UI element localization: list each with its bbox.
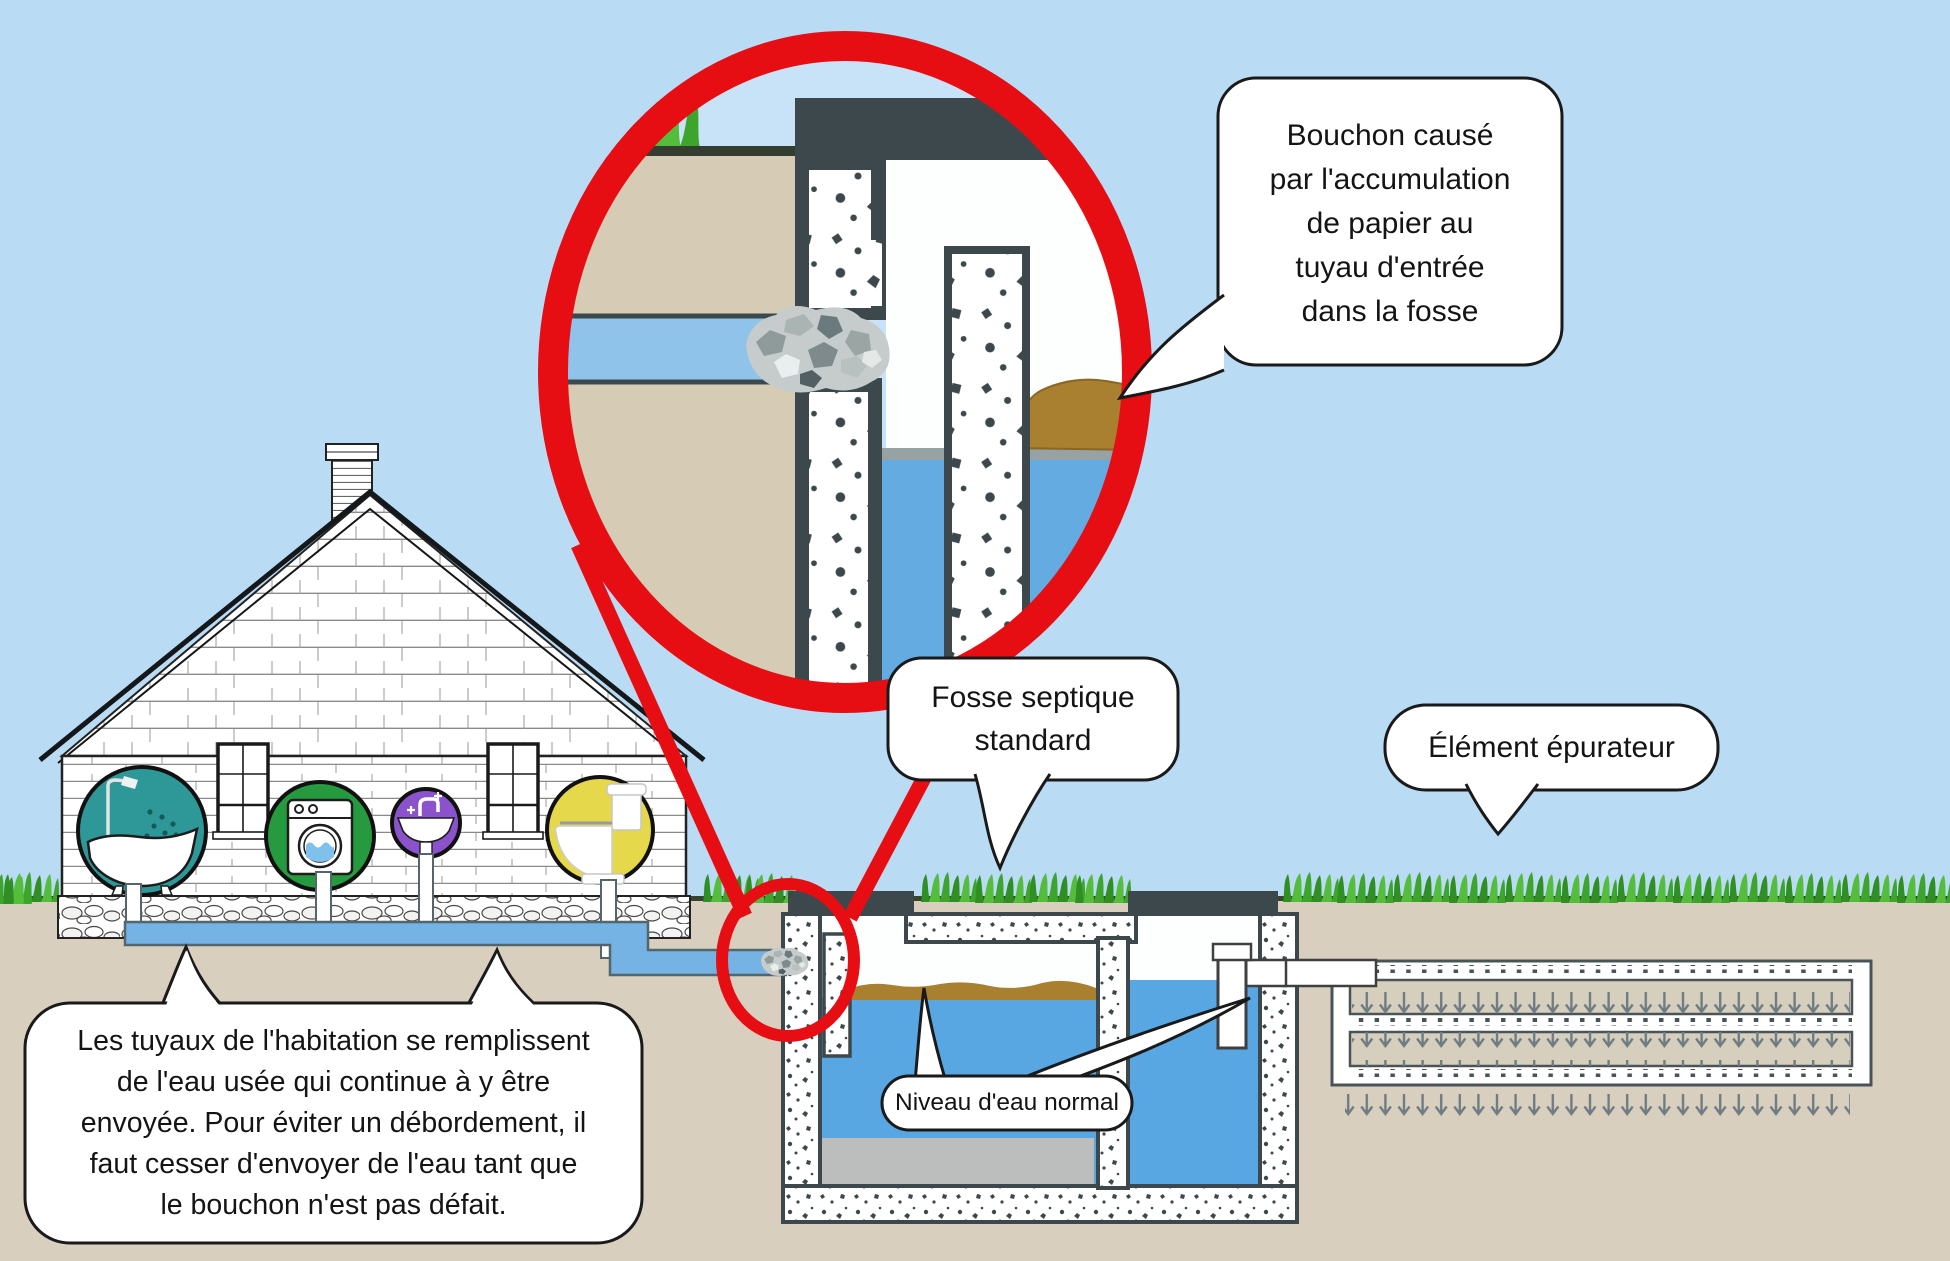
sewer-pipe (123, 920, 788, 977)
leach-field (1330, 959, 1873, 1124)
tank-top-slab (904, 912, 1138, 944)
magnifier-line (571, 541, 752, 920)
outlet-pipe (1282, 958, 1378, 988)
bubble-clog-cause (1216, 76, 1564, 367)
septic-tank (781, 891, 1378, 1224)
window (482, 742, 544, 840)
leach-dots-row (1350, 1069, 1852, 1077)
tank-lid-right (1128, 891, 1278, 916)
down-arrow-icons (1352, 980, 1850, 1014)
sink-icon (390, 787, 462, 859)
down-arrow-icons (1345, 1092, 1850, 1124)
toilet-icon (545, 775, 655, 885)
bathtub-drain (125, 883, 142, 927)
down-arrow-icons (1352, 1032, 1850, 1066)
bathtub-shower-icon (76, 765, 208, 897)
outlet-tee (1216, 948, 1248, 1050)
bubble-tail (973, 773, 1052, 872)
sludge-layer (822, 1138, 1094, 1188)
bubble-house-pipes (23, 1001, 644, 1245)
clog-highlight-circle (716, 878, 860, 1042)
bubble-septic-tank (886, 656, 1180, 782)
outlet-tee-arm (1244, 958, 1288, 988)
bubble-water-level (880, 1074, 1134, 1132)
roof-edge (38, 488, 706, 762)
magnifier-circle-icon (567, 60, 1123, 684)
sink-drain (418, 853, 434, 927)
bubble-tail (1464, 783, 1540, 837)
tank-right-wall (1258, 912, 1299, 1192)
washer-drain (315, 871, 332, 927)
leach-dots-row (1350, 1018, 1852, 1026)
scum-layer (846, 980, 1096, 1000)
washing-machine-icon (264, 780, 376, 892)
bubble-tail (913, 987, 948, 1083)
outlet-tee-cap (1211, 942, 1253, 962)
bubble-tail (1116, 293, 1225, 401)
bubble-tail-fill (470, 953, 537, 1008)
bubble-leach-field (1383, 703, 1720, 792)
speech-bubbles (23, 76, 1720, 1245)
tank-bottom-slab (781, 1184, 1299, 1224)
bubble-tail-fill (165, 950, 222, 1008)
window (212, 742, 274, 840)
magnified-inlet-wall (795, 156, 886, 684)
fixture-circles (76, 765, 655, 897)
leach-dots-row (1350, 965, 1852, 973)
roof-fascia (57, 507, 687, 764)
magnified-baffle (944, 246, 1030, 684)
bubble-tail (1007, 996, 1251, 1096)
